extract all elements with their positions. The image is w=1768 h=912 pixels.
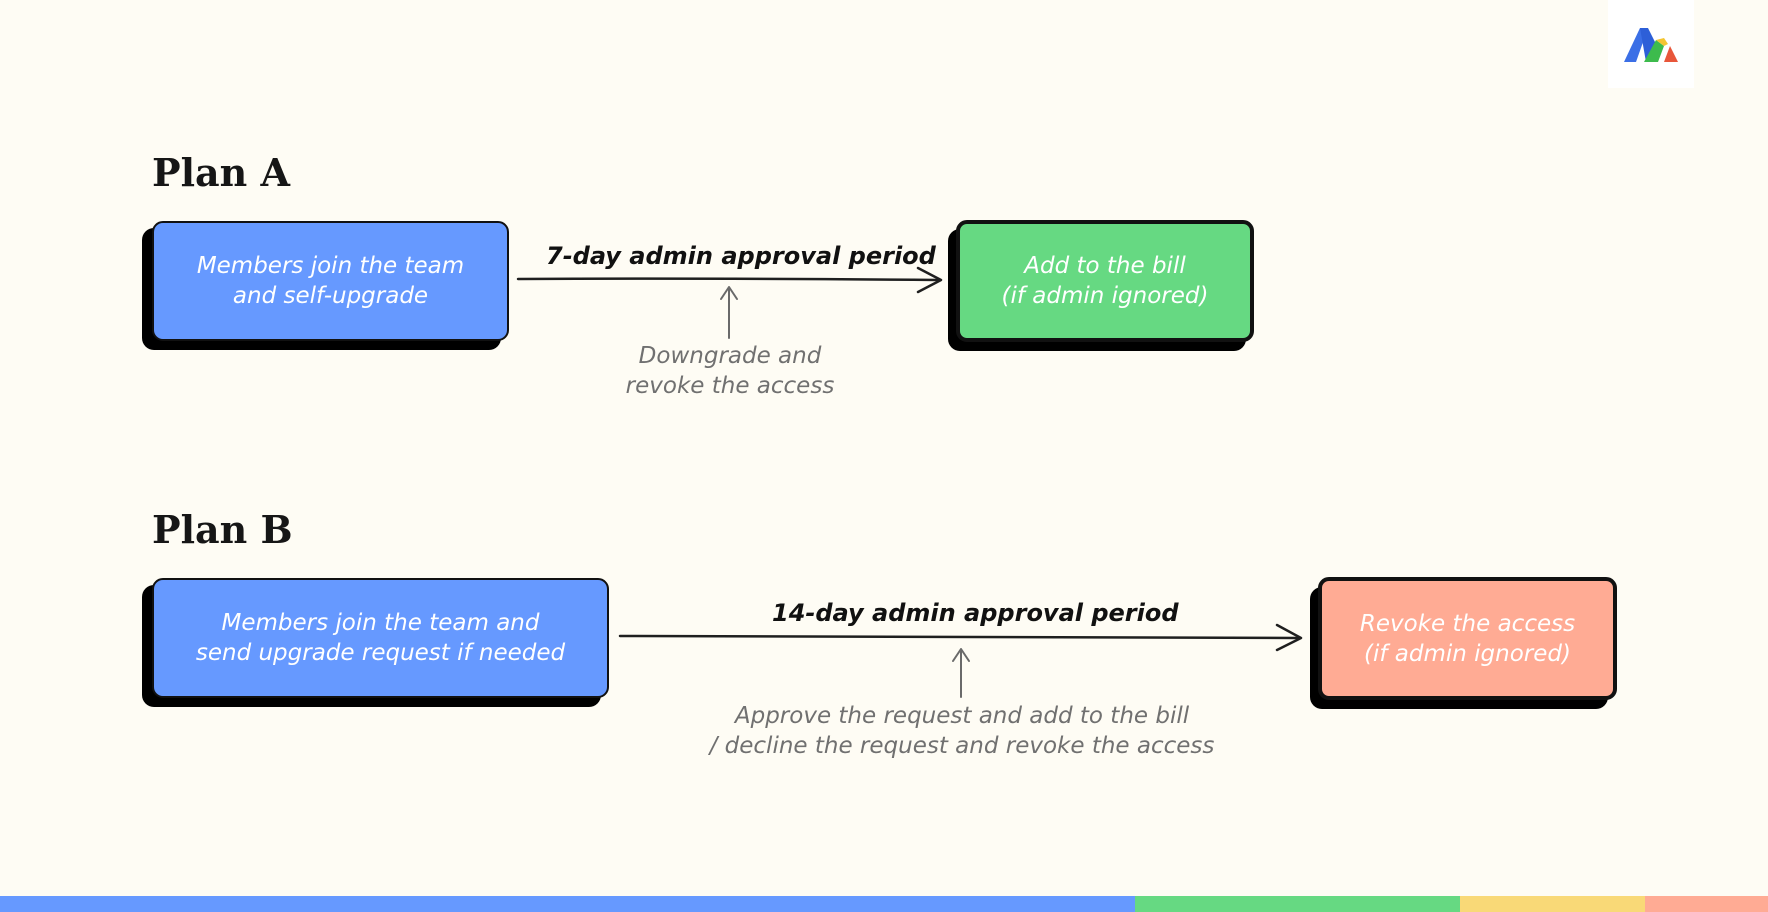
plan-b-note-arrowhead — [952, 648, 970, 662]
plan-a-end-box-label: Add to the bill (if admin ignored) — [1001, 253, 1209, 309]
plan-a-title: Plan A — [152, 150, 290, 195]
plan-b-start-box: Members join the team and send upgrade r… — [152, 578, 609, 698]
plan-a-period-label: 7-day admin approval period — [546, 242, 936, 270]
plan-b-main-arrowhead — [1275, 623, 1303, 652]
plan-b-end-box-label: Revoke the access (if admin ignored) — [1359, 610, 1576, 667]
plan-b-period-label: 14-day admin approval period — [772, 599, 1179, 627]
plan-a-main-arrowhead — [916, 266, 943, 294]
plan-a-note-arrowhead — [720, 286, 738, 300]
bottom-bar-green — [1135, 896, 1460, 912]
bottom-bar-yellow — [1460, 896, 1645, 912]
bottom-color-bar — [0, 896, 1768, 912]
plan-a-end-box: Add to the bill (if admin ignored) — [956, 220, 1254, 342]
bottom-bar-blue — [0, 896, 1135, 912]
plan-a-start-box-label: Members join the team and self-upgrade — [196, 253, 465, 309]
plan-b-start-box-label: Members join the team and send upgrade r… — [195, 610, 566, 666]
plan-b-end-box: Revoke the access (if admin ignored) — [1318, 577, 1617, 700]
plan-a-main-arrow — [516, 277, 940, 282]
bottom-bar-salmon — [1645, 896, 1768, 912]
brand-logo-icon — [1608, 0, 1694, 88]
plan-a-start-box: Members join the team and self-upgrade — [152, 221, 509, 341]
plan-b-title: Plan B — [152, 507, 293, 552]
plan-b-note: Approve the request and add to the bill … — [709, 703, 1215, 759]
plan-a-note: Downgrade and revoke the access — [625, 343, 835, 399]
plan-b-main-arrow — [618, 634, 1300, 640]
